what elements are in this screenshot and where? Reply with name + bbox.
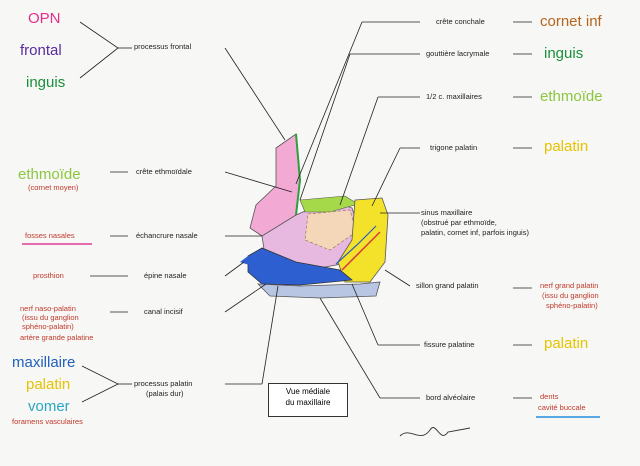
label-crete-ethmoidale: crête ethmoïdale xyxy=(136,167,192,176)
signature xyxy=(399,427,471,437)
bone-ethmoide: ethmoïde xyxy=(18,166,81,183)
prosthion: prosthion xyxy=(33,271,64,280)
bone-frontal: frontal xyxy=(20,42,62,59)
label-fissure-palatine: fissure palatine xyxy=(424,340,475,349)
label-echancrure-nasale: échancrure nasale xyxy=(136,231,198,240)
maxilla-illustration xyxy=(240,133,389,299)
label-processus-palatin: processus palatin xyxy=(134,379,193,388)
bone-palatin: palatin xyxy=(26,376,71,393)
bone-palatin-bottom: palatin xyxy=(544,335,589,352)
title-line2: du maxillaire xyxy=(285,398,331,408)
fosses-nasales: fosses nasales xyxy=(25,231,75,240)
label-sinus-maxillaire: sinus maxillaire xyxy=(421,208,473,217)
label-sinus-note2: palatin, cornet inf, parfois inguis) xyxy=(421,228,529,237)
label-palais-dur: (palais dur) xyxy=(146,389,184,398)
label-sinus-note1: (obstrué par ethmoïde, xyxy=(421,218,497,227)
right-leader-lines xyxy=(295,21,532,399)
bone-ethmoide-right: ethmoïde xyxy=(540,88,603,105)
label-bord-alveolaire: bord alvéolaire xyxy=(426,393,476,402)
bone-opn: OPN xyxy=(28,10,61,27)
nerf-naso-line2: (issu du ganglion xyxy=(22,313,79,322)
left-leader-lines xyxy=(79,21,293,403)
bone-inguis-right: inguis xyxy=(544,45,584,62)
label-gouttiere-lacrymale: gouttière lacrymale xyxy=(426,49,490,58)
label-demi-cellules: 1/2 c. maxillaires xyxy=(426,92,482,101)
title-box: Vue médiale du maxillaire xyxy=(268,383,348,417)
bone-maxillaire: maxillaire xyxy=(12,354,76,371)
bone-cornet-inf: cornet inf xyxy=(540,13,602,30)
foramens-vasculaires: foramens vasculaires xyxy=(12,417,83,426)
label-canal-incisif: canal incisif xyxy=(144,307,183,316)
bone-vomer: vomer xyxy=(28,398,70,415)
cavite-buccale: cavité buccale xyxy=(538,403,586,412)
cornet-moyen-note: (cornet moyen) xyxy=(28,183,79,192)
label-processus-frontal: processus frontal xyxy=(134,42,192,51)
nerf-gp-line3: sphéno-palatin) xyxy=(546,301,598,310)
label-sillon-grand-palatin: sillon grand palatin xyxy=(416,281,479,290)
nerf-gp-line2: (issu du ganglion xyxy=(542,291,599,300)
nerf-gp-line1: nerf grand palatin xyxy=(540,281,599,290)
artere-grande-palatine: artère grande palatine xyxy=(20,333,94,342)
nerf-naso-line3: sphéno-palatin) xyxy=(22,322,74,331)
bone-palatin-top: palatin xyxy=(544,138,589,155)
label-epine-nasale: épine nasale xyxy=(144,271,187,280)
label-crete-conchale: crête conchale xyxy=(436,17,485,26)
dents: dents xyxy=(540,392,559,401)
label-trigone-palatin: trigone palatin xyxy=(430,143,478,152)
title-line1: Vue médiale xyxy=(285,387,331,396)
nerf-naso-line1: nerf naso-palatin xyxy=(20,304,76,313)
bone-inguis: inguis xyxy=(26,74,66,91)
